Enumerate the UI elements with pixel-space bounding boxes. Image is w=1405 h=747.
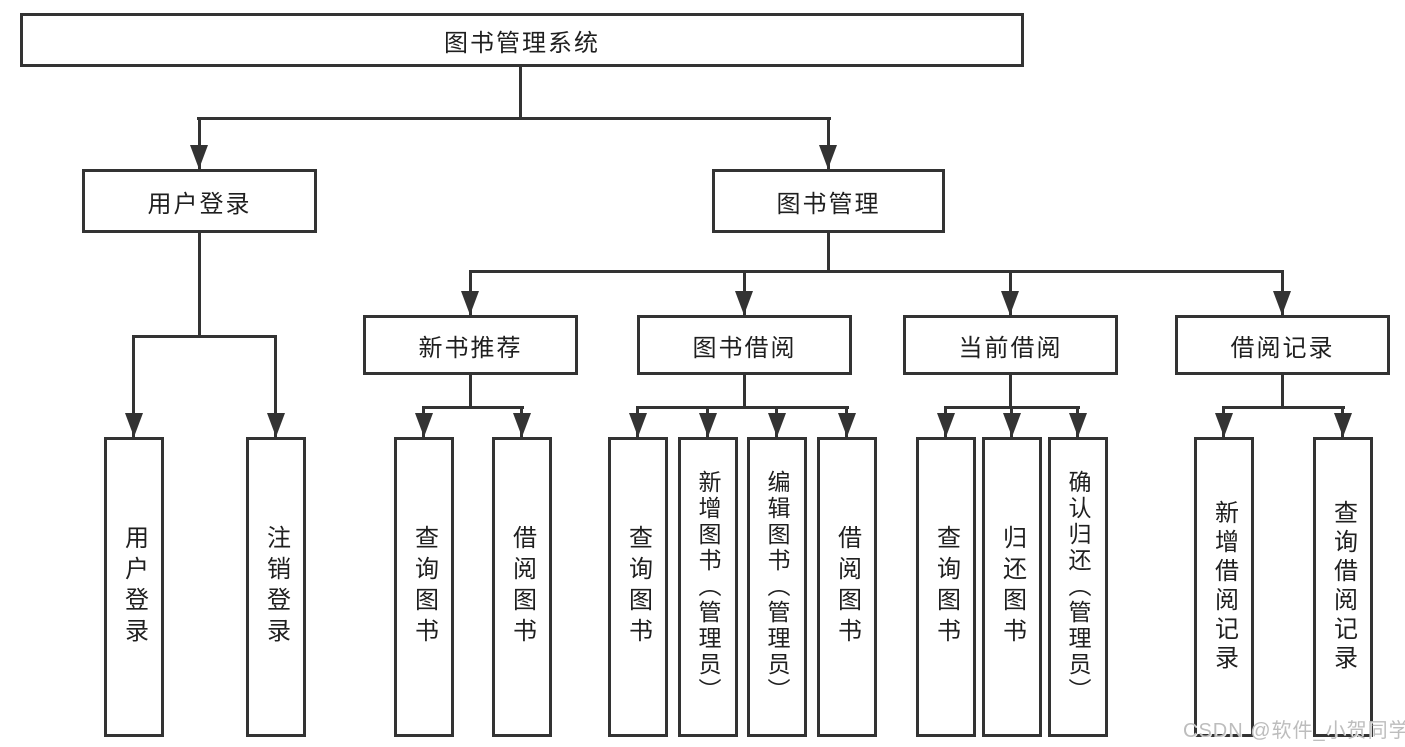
node-user-login: 用户登录 — [82, 169, 317, 233]
connector-current-stem — [1009, 375, 1012, 406]
node-library-management-system: 图书管理系统 — [20, 13, 1024, 67]
connector-recommend-branch — [423, 406, 524, 409]
arrow-down-icon — [461, 291, 479, 315]
arrow-down-icon — [415, 413, 433, 437]
connector-book-mgmt-stem — [827, 233, 830, 270]
connector-recommend-stem — [469, 375, 472, 406]
node-borrowing-records: 借阅记录 — [1175, 315, 1390, 375]
arrow-down-icon — [267, 413, 285, 437]
csdn-watermark: CSDN @软件_小贺同学 — [1183, 720, 1405, 742]
arrow-down-icon — [629, 413, 647, 437]
arrow-down-icon — [1215, 413, 1233, 437]
arrow-down-icon — [1001, 291, 1019, 315]
connector-root-branch — [197, 117, 831, 120]
leaf-add-borrow-record: 新增借阅记录 — [1194, 437, 1254, 737]
arrow-down-icon — [819, 145, 837, 169]
leaf-return-books: 归还图书 — [982, 437, 1042, 737]
connector-records-stem — [1281, 375, 1284, 406]
leaf-confirm-return-admin: 确认归还（管理员） — [1048, 437, 1108, 737]
arrow-down-icon — [838, 413, 856, 437]
connector-to-book-management — [827, 117, 830, 169]
arrow-down-icon — [937, 413, 955, 437]
arrow-down-icon — [125, 413, 143, 437]
connector-records-branch — [1223, 406, 1345, 409]
connector-to-leaf-user-login — [132, 335, 135, 437]
arrow-down-icon — [699, 413, 717, 437]
leaf-borrow-books-recommend: 借阅图书 — [492, 437, 552, 737]
connector-to-leaf-logout — [274, 335, 277, 437]
node-new-book-recommend: 新书推荐 — [363, 315, 578, 375]
arrow-down-icon — [1003, 413, 1021, 437]
leaf-query-books-borrowing: 查询图书 — [608, 437, 668, 737]
arrow-down-icon — [1273, 291, 1291, 315]
connector-root-stem — [519, 67, 522, 117]
arrow-down-icon — [513, 413, 531, 437]
connector-borrowing-stem — [743, 375, 746, 406]
arrow-down-icon — [1069, 413, 1087, 437]
leaf-query-borrow-record: 查询借阅记录 — [1313, 437, 1373, 737]
arrow-down-icon — [190, 145, 208, 169]
arrow-down-icon — [1334, 413, 1352, 437]
leaf-add-books-admin: 新增图书（管理员） — [678, 437, 738, 737]
connector-user-login-stem — [198, 233, 201, 335]
leaf-query-books-recommend: 查询图书 — [394, 437, 454, 737]
connector-book-mgmt-branch — [469, 270, 1284, 273]
leaf-edit-books-admin: 编辑图书（管理员） — [747, 437, 807, 737]
connector-user-login-branch — [132, 335, 277, 338]
leaf-logout: 注销登录 — [246, 437, 306, 737]
arrow-down-icon — [768, 413, 786, 437]
connector-to-user-login — [198, 117, 201, 169]
leaf-borrow-books: 借阅图书 — [817, 437, 877, 737]
arrow-down-icon — [735, 291, 753, 315]
node-book-borrowing: 图书借阅 — [637, 315, 852, 375]
connector-borrowing-branch — [637, 406, 849, 409]
node-current-borrowing: 当前借阅 — [903, 315, 1118, 375]
leaf-user-login: 用户登录 — [104, 437, 164, 737]
leaf-query-books-current: 查询图书 — [916, 437, 976, 737]
node-book-management: 图书管理 — [712, 169, 945, 233]
